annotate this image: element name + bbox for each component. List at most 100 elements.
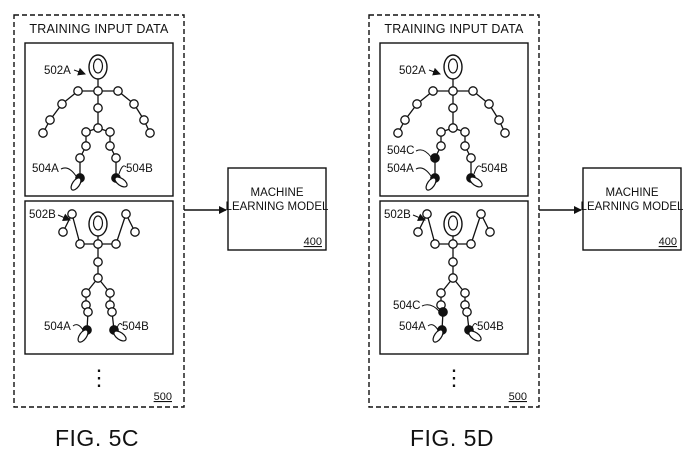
foot-right <box>468 330 482 342</box>
label-504a-top: 504A <box>32 163 59 175</box>
container-ref-500: 500 <box>154 391 172 403</box>
label-504a-bottom-leader <box>72 324 84 331</box>
joint <box>81 127 91 137</box>
head-inner <box>92 215 104 231</box>
head-inner <box>92 58 104 74</box>
joint <box>436 288 446 298</box>
joint <box>67 209 77 219</box>
ml-model-box <box>227 167 327 251</box>
label-502a: 502A <box>44 65 71 77</box>
joint <box>448 86 458 96</box>
joint <box>105 141 115 151</box>
joint <box>460 141 470 151</box>
bottom-bone <box>115 213 127 245</box>
joint <box>105 288 115 298</box>
label-504c-top: 504C <box>387 145 415 157</box>
label-504b-bottom-leader <box>116 323 123 329</box>
joint <box>484 99 494 109</box>
joint <box>393 128 403 138</box>
joint <box>436 127 446 137</box>
joint <box>494 115 504 125</box>
joint <box>139 115 149 125</box>
joint <box>476 209 486 219</box>
joint <box>93 103 103 113</box>
training-data-container <box>368 14 540 408</box>
label-504c-bottom-leader <box>421 304 440 312</box>
joint-504c <box>83 307 93 317</box>
joint <box>485 227 495 237</box>
joint-504c <box>430 153 440 163</box>
joint <box>121 209 131 219</box>
foot-right <box>114 176 128 188</box>
ml-model-ref-400: 400 <box>659 236 677 248</box>
label-504a-top: 504A <box>387 163 414 175</box>
joint <box>38 128 48 138</box>
joint <box>448 273 458 283</box>
joint <box>130 227 140 237</box>
joint <box>93 123 103 133</box>
joint <box>81 141 91 151</box>
label-504b-top: 504B <box>126 163 153 175</box>
joint <box>57 99 67 109</box>
ml-model-line2: LEARNING MODEL <box>581 201 684 213</box>
training-data-container <box>13 14 185 408</box>
joint <box>93 273 103 283</box>
more-samples-ellipsis: ⋮ <box>88 365 110 390</box>
foot-right <box>113 330 127 342</box>
joint <box>448 239 458 249</box>
ml-model-line2: LEARNING MODEL <box>226 201 329 213</box>
joint <box>430 239 440 249</box>
joint <box>448 103 458 113</box>
joint <box>466 239 476 249</box>
joint <box>400 115 410 125</box>
joint <box>93 86 103 96</box>
label-504c-top-leader <box>415 149 432 158</box>
container-ref-500: 500 <box>509 391 527 403</box>
label-502b: 502B <box>384 209 411 221</box>
label-502b-arrow <box>57 213 71 221</box>
joint <box>111 153 121 163</box>
training-data-header: TRAINING INPUT DATA <box>29 22 169 36</box>
joint <box>428 86 438 96</box>
joint <box>460 127 470 137</box>
label-504b-top-leader <box>118 165 127 175</box>
label-504b-top-leader <box>473 165 482 175</box>
joint <box>468 86 478 96</box>
label-504c-bottom: 504C <box>393 300 421 312</box>
joint <box>113 86 123 96</box>
joint <box>81 288 91 298</box>
joint <box>73 86 83 96</box>
foot-left <box>77 329 89 343</box>
label-502a-arrow <box>428 67 441 76</box>
joint <box>460 288 470 298</box>
head-inner <box>447 58 459 74</box>
joint <box>111 239 121 249</box>
joint <box>448 123 458 133</box>
joint <box>412 99 422 109</box>
ml-model-box <box>582 167 682 251</box>
label-504a-bottom: 504A <box>44 321 71 333</box>
joint <box>93 239 103 249</box>
ml-model-line1: MACHINE <box>250 187 303 199</box>
joint <box>466 153 476 163</box>
label-504a-top-leader <box>60 167 77 177</box>
label-504b-bottom-leader <box>471 323 478 329</box>
joint <box>448 257 458 267</box>
more-samples-ellipsis: ⋮ <box>443 365 465 390</box>
label-502b-arrow <box>412 213 426 221</box>
label-504b-bottom: 504B <box>477 321 504 333</box>
ml-model-line1: MACHINE <box>605 187 658 199</box>
label-504b-top: 504B <box>481 163 508 175</box>
joint <box>413 227 423 237</box>
head-inner <box>447 215 459 231</box>
figure-caption: FIG. 5D <box>410 425 494 451</box>
label-502a-arrow <box>73 67 86 76</box>
bottom-bone <box>470 213 482 245</box>
joint <box>422 209 432 219</box>
figure-caption: FIG. 5C <box>55 425 139 451</box>
joint <box>436 141 446 151</box>
ml-model-ref-400: 400 <box>304 236 322 248</box>
